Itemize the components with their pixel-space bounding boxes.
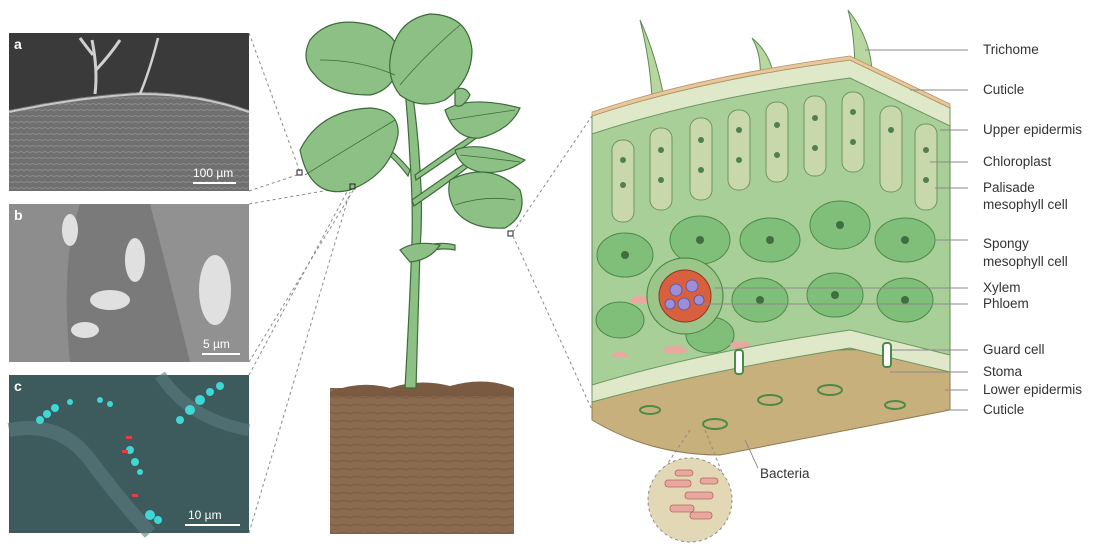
scale-label-a: 100 µm bbox=[193, 166, 233, 180]
label-cuticle-top: Cuticle bbox=[983, 82, 1024, 97]
xylem bbox=[659, 270, 711, 322]
label-stoma: Stoma bbox=[983, 364, 1023, 379]
stem bbox=[405, 90, 422, 388]
leaf-top-left bbox=[306, 22, 400, 95]
label-spongy-2: mesophyll cell bbox=[983, 254, 1068, 269]
panel-a: a 100 µm bbox=[9, 33, 249, 191]
panel-c-letter: c bbox=[14, 378, 22, 394]
vascular-bundle bbox=[647, 258, 723, 334]
leaf-left bbox=[300, 108, 398, 192]
label-trichome: Trichome bbox=[983, 42, 1039, 57]
label-palisade-1: Palisade bbox=[983, 180, 1035, 195]
scale-label-b: 5 µm bbox=[203, 337, 230, 351]
plant bbox=[297, 14, 525, 534]
label-palisade-2: mesophyll cell bbox=[983, 197, 1068, 212]
leaf-right-upper bbox=[445, 102, 520, 138]
label-bacteria: Bacteria bbox=[760, 466, 810, 481]
panel-b-letter: b bbox=[14, 207, 23, 223]
label-spongy-1: Spongy bbox=[983, 236, 1029, 251]
soil-block bbox=[330, 388, 514, 534]
panel-a-letter: a bbox=[14, 36, 22, 52]
panel-b: b 5 µm bbox=[9, 204, 249, 362]
label-chloroplast: Chloroplast bbox=[983, 154, 1052, 169]
sample-box-section bbox=[508, 231, 513, 236]
leaf-cross-section bbox=[592, 10, 950, 542]
scale-label-c: 10 µm bbox=[188, 508, 222, 522]
label-guard-cell: Guard cell bbox=[983, 342, 1045, 357]
label-cuticle-bottom: Cuticle bbox=[983, 402, 1024, 417]
leaf-small bbox=[400, 243, 440, 262]
label-xylem: Xylem bbox=[983, 280, 1021, 295]
leaf-right-lower bbox=[449, 172, 522, 228]
label-phloem: Phloem bbox=[983, 296, 1029, 311]
label-lower-epidermis: Lower epidermis bbox=[983, 382, 1082, 397]
panel-c: c 10 µm bbox=[9, 375, 249, 533]
label-upper-epidermis: Upper epidermis bbox=[983, 122, 1082, 137]
